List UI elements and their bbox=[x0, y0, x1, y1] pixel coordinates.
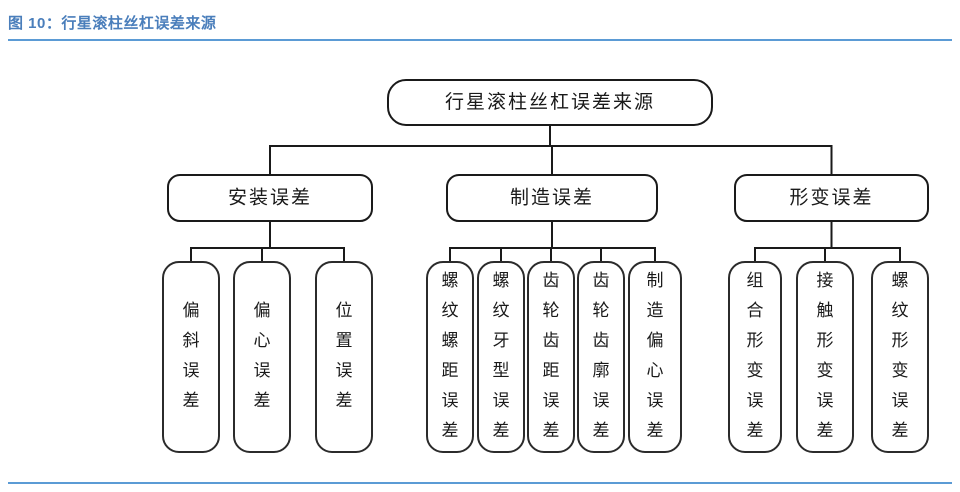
svg-text:误: 误 bbox=[254, 361, 271, 380]
svg-text:差: 差 bbox=[493, 421, 510, 440]
node-leaf-thread-pitch-error[interactable] bbox=[426, 261, 474, 453]
svg-text:造: 造 bbox=[647, 301, 664, 320]
node-leaf-gear-pitch-error[interactable] bbox=[527, 261, 575, 453]
svg-text:差: 差 bbox=[817, 421, 834, 440]
node-leaf-skew-error[interactable] bbox=[162, 261, 220, 453]
svg-text:轮: 轮 bbox=[593, 301, 610, 320]
node-leaf-eccentric-error[interactable] bbox=[233, 261, 291, 453]
svg-text:误: 误 bbox=[183, 361, 200, 380]
svg-text:误: 误 bbox=[593, 391, 610, 410]
svg-text:廓: 廓 bbox=[593, 361, 610, 380]
svg-text:螺: 螺 bbox=[892, 271, 909, 290]
svg-text:变: 变 bbox=[817, 361, 834, 380]
svg-text:形: 形 bbox=[747, 331, 764, 350]
figure-divider-bottom bbox=[8, 482, 952, 484]
node-leaf-contact-deformation-error[interactable] bbox=[796, 261, 854, 453]
svg-text:纹: 纹 bbox=[493, 301, 510, 320]
svg-text:制: 制 bbox=[647, 271, 664, 290]
svg-text:置: 置 bbox=[336, 331, 353, 350]
svg-text:位: 位 bbox=[336, 301, 353, 320]
svg-text:形: 形 bbox=[892, 331, 909, 350]
svg-text:齿: 齿 bbox=[543, 271, 560, 290]
node-root-label: 行星滚柱丝杠误差来源 bbox=[445, 91, 655, 113]
svg-text:螺: 螺 bbox=[442, 271, 459, 290]
svg-text:牙: 牙 bbox=[493, 331, 510, 350]
svg-text:型: 型 bbox=[493, 361, 510, 380]
node-leaf-position-error[interactable] bbox=[315, 261, 373, 453]
caption-divider-top bbox=[8, 39, 952, 41]
svg-text:误: 误 bbox=[442, 391, 459, 410]
svg-text:心: 心 bbox=[254, 331, 271, 350]
svg-text:纹: 纹 bbox=[442, 301, 459, 320]
svg-text:形: 形 bbox=[817, 331, 834, 350]
node-branch-manufacturing-label: 制造误差 bbox=[510, 186, 594, 208]
svg-text:齿: 齿 bbox=[593, 271, 610, 290]
hierarchy-diagram: 行星滚柱丝杠误差来源安装误差偏斜误差偏心误差位置误差制造误差螺纹螺距误差螺纹牙型… bbox=[0, 44, 960, 474]
svg-text:触: 触 bbox=[817, 301, 834, 320]
svg-text:差: 差 bbox=[543, 421, 560, 440]
node-leaf-thread-profile-error[interactable] bbox=[477, 261, 525, 453]
node-leaf-combined-deformation-error[interactable] bbox=[728, 261, 782, 453]
svg-text:变: 变 bbox=[747, 361, 764, 380]
svg-text:偏: 偏 bbox=[254, 301, 271, 320]
svg-text:齿: 齿 bbox=[593, 331, 610, 350]
svg-text:纹: 纹 bbox=[892, 301, 909, 320]
svg-text:误: 误 bbox=[747, 391, 764, 410]
svg-text:误: 误 bbox=[892, 391, 909, 410]
svg-text:差: 差 bbox=[442, 421, 459, 440]
svg-text:齿: 齿 bbox=[543, 331, 560, 350]
node-branch-deformation-label: 形变误差 bbox=[789, 186, 873, 208]
svg-text:距: 距 bbox=[543, 361, 560, 380]
svg-text:偏: 偏 bbox=[183, 301, 200, 320]
svg-text:螺: 螺 bbox=[493, 271, 510, 290]
hierarchy-diagram-canvas: 行星滚柱丝杠误差来源安装误差偏斜误差偏心误差位置误差制造误差螺纹螺距误差螺纹牙型… bbox=[162, 79, 929, 453]
svg-text:合: 合 bbox=[747, 301, 764, 320]
svg-text:差: 差 bbox=[254, 391, 271, 410]
svg-text:斜: 斜 bbox=[183, 331, 200, 350]
svg-text:误: 误 bbox=[493, 391, 510, 410]
svg-text:差: 差 bbox=[183, 391, 200, 410]
svg-text:螺: 螺 bbox=[442, 331, 459, 350]
svg-text:误: 误 bbox=[647, 391, 664, 410]
node-branch-installation-label: 安装误差 bbox=[228, 186, 312, 208]
svg-text:变: 变 bbox=[892, 361, 909, 380]
svg-text:组: 组 bbox=[747, 271, 764, 290]
svg-text:误: 误 bbox=[543, 391, 560, 410]
node-leaf-manufacturing-eccentric-error[interactable] bbox=[628, 261, 682, 453]
figure-caption: 图 10：行星滚柱丝杠误差来源 bbox=[8, 15, 217, 32]
svg-text:差: 差 bbox=[336, 391, 353, 410]
svg-text:误: 误 bbox=[817, 391, 834, 410]
svg-text:轮: 轮 bbox=[543, 301, 560, 320]
svg-text:偏: 偏 bbox=[647, 331, 664, 350]
node-leaf-gear-tooth-profile-error[interactable] bbox=[577, 261, 625, 453]
svg-text:心: 心 bbox=[647, 361, 664, 380]
node-leaf-thread-deformation-error[interactable] bbox=[871, 261, 929, 453]
svg-text:差: 差 bbox=[647, 421, 664, 440]
svg-text:距: 距 bbox=[442, 361, 459, 380]
svg-text:差: 差 bbox=[747, 421, 764, 440]
svg-text:接: 接 bbox=[817, 271, 834, 290]
svg-text:差: 差 bbox=[892, 421, 909, 440]
svg-text:差: 差 bbox=[593, 421, 610, 440]
svg-text:误: 误 bbox=[336, 361, 353, 380]
